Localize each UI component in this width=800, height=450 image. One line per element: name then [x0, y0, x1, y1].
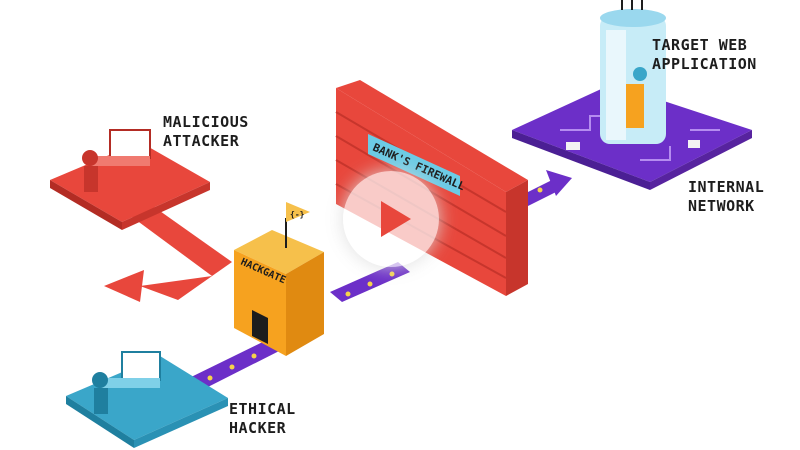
- ethical-hacker-station: [66, 351, 228, 448]
- rejected-arrowhead: [104, 270, 144, 302]
- hackgate-flag-symbol: {-}: [290, 210, 305, 219]
- network-label-line1: Internal: [688, 178, 765, 196]
- malicious-attacker-station: [50, 129, 210, 230]
- path-dots: [207, 187, 543, 381]
- ethical-label-line1: Ethical: [229, 400, 296, 418]
- firewall-to-network-path: [520, 180, 560, 206]
- path-arrowhead: [546, 170, 572, 196]
- target-label-line1: Target Web: [652, 36, 748, 54]
- target-web-application-label: Target Web Application: [652, 36, 757, 74]
- target-server-tower: [600, 0, 666, 144]
- attacker-return-path: [140, 262, 232, 300]
- ethical-label-line2: Hacker: [229, 419, 287, 437]
- play-icon: [381, 201, 411, 237]
- attacker-label-line1: Malicious: [163, 113, 249, 131]
- malicious-attacker-label: Malicious Attacker: [163, 113, 249, 151]
- video-play-button[interactable]: [343, 171, 439, 267]
- target-label-line2: Application: [652, 55, 757, 73]
- network-label-line2: Network: [688, 197, 755, 215]
- attacker-path: [128, 204, 232, 276]
- attacker-label-line2: Attacker: [163, 132, 240, 150]
- hackgate-building: {-}: [234, 202, 324, 356]
- ethical-hacker-label: Ethical Hacker: [229, 400, 296, 438]
- internal-network-label: Internal Network: [688, 178, 764, 216]
